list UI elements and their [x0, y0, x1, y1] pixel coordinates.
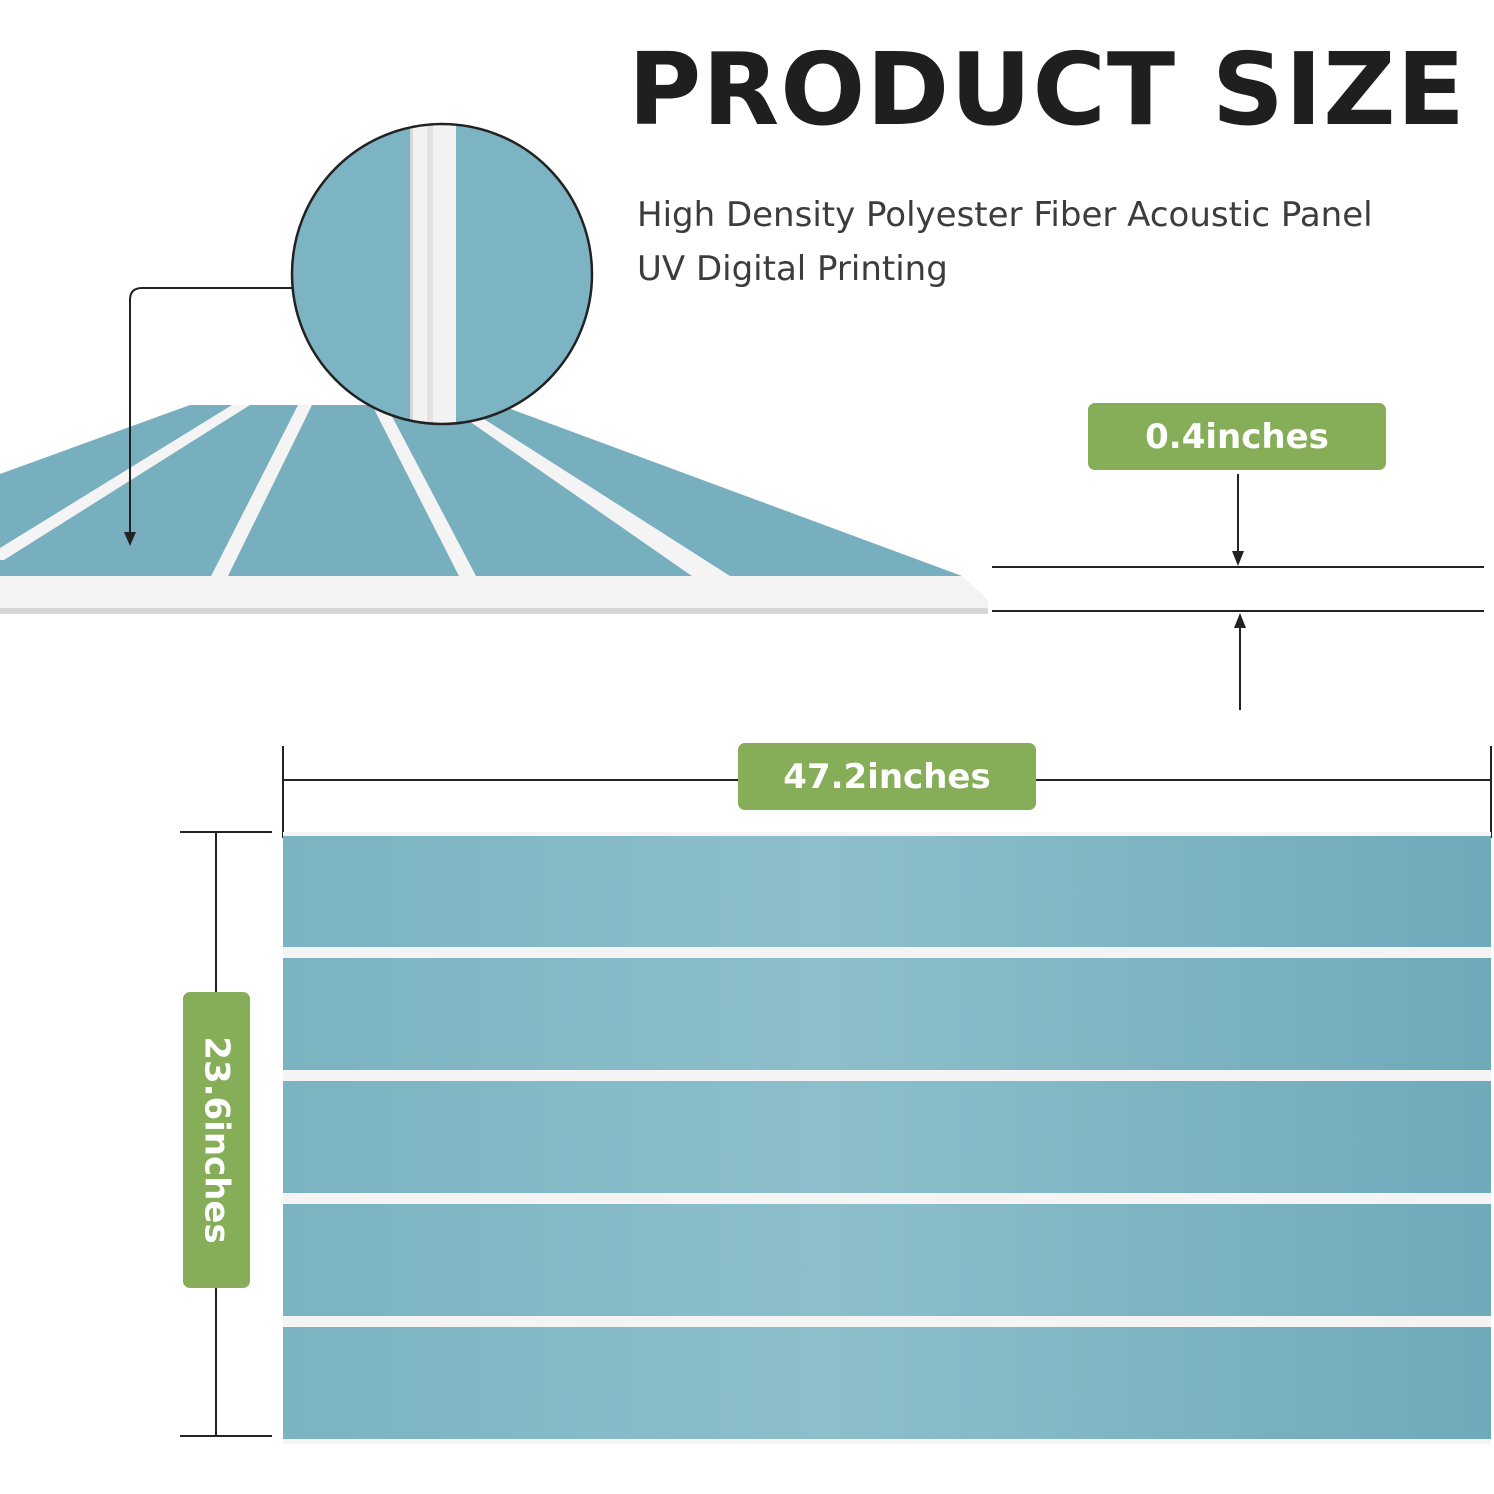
subtitle-material: High Density Polyester Fiber Acoustic Pa… [637, 195, 1373, 235]
zoom-detail [290, 122, 594, 426]
panel-strip [283, 958, 1491, 1070]
thickness-dimension [992, 474, 1484, 710]
height-label: 23.6inches [196, 1036, 237, 1244]
panel-strip [283, 836, 1491, 947]
panel-groove [372, 405, 476, 582]
width-dimension [282, 746, 1492, 838]
panel-strip [283, 1327, 1491, 1439]
perspective-panel [0, 405, 988, 614]
callout-arrow [124, 287, 292, 546]
panel-strip [283, 1081, 1491, 1193]
thickness-label: 0.4inches [1145, 416, 1329, 457]
subtitle-printing: UV Digital Printing [637, 249, 948, 289]
page-title: PRODUCT SIZE [628, 31, 1466, 148]
panel-strip [283, 1204, 1491, 1316]
front-panel [283, 832, 1491, 1444]
panel-groove [204, 405, 312, 590]
panel-groove [446, 405, 730, 590]
height-badge: 23.6inches [183, 992, 250, 1288]
panel-groove [0, 405, 250, 560]
height-dimension [180, 831, 272, 1437]
thickness-badge: 0.4inches [1088, 403, 1386, 470]
width-badge: 47.2inches [738, 743, 1036, 810]
width-label: 47.2inches [783, 756, 991, 797]
